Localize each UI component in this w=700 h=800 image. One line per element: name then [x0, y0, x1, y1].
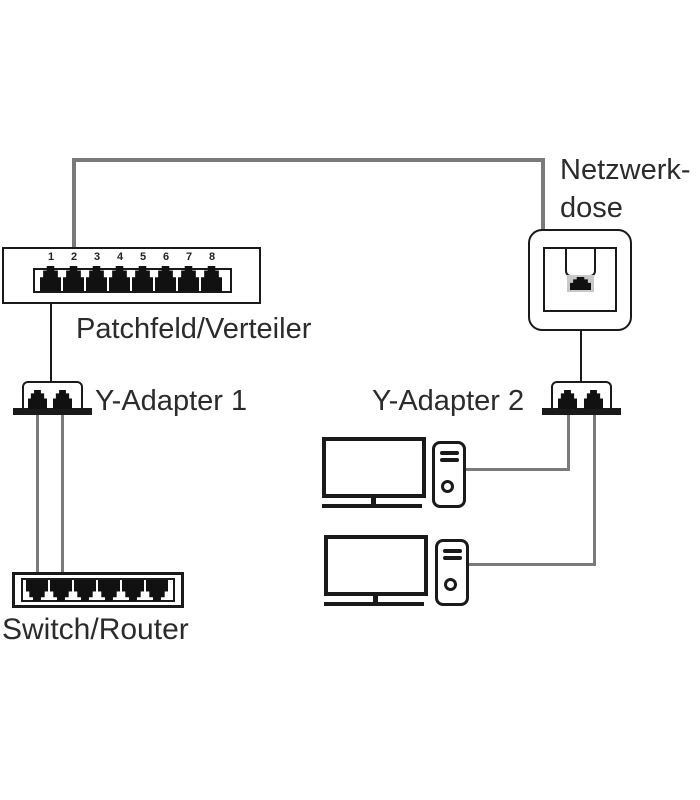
y-adapter-1-base [13, 408, 92, 415]
patch-port-number-5: 5 [139, 251, 147, 263]
rj45-port-icon [109, 266, 130, 291]
patch-port-number-1: 1 [47, 251, 55, 263]
cable-yadapter2-port2-horizontal [469, 563, 596, 566]
patch-port-number-4: 4 [116, 251, 124, 263]
rj45-port-icon [584, 390, 603, 409]
wall-outlet-jack-housing [565, 247, 596, 277]
patch-panel-label: Patchfeld/Verteiler [76, 313, 312, 345]
rj45-port-icon [155, 266, 176, 291]
cable-patch-to-outlet-vertical-left [72, 158, 76, 247]
rj45-port-icon [201, 266, 222, 291]
rj45-port-icon [53, 390, 72, 409]
wall-outlet-rj45-jack-icon [570, 277, 591, 290]
cable-yadapter2-port1-horizontal [466, 468, 570, 471]
patch-port-number-2: 2 [70, 251, 78, 263]
pc-1-monitor-base [322, 504, 422, 508]
patch-port-number-6: 6 [162, 251, 170, 263]
rj45-port-icon [63, 266, 84, 291]
cable-yadapter2-port1-vertical [567, 412, 570, 471]
wall-outlet-label-line1: Netzwerk- [560, 154, 691, 186]
cable-patch-to-outlet-vertical-right [541, 158, 545, 230]
pc-2-monitor-base [324, 602, 424, 606]
pc-1-tower-vent-bar [440, 458, 459, 462]
rj45-port-icon [146, 580, 168, 601]
rj45-port-icon [50, 580, 72, 601]
rj45-port-icon [28, 390, 47, 409]
rj45-port-icon [178, 266, 199, 291]
patch-port-number-3: 3 [93, 251, 101, 263]
rj45-port-icon [558, 390, 577, 409]
y-adapter-1-label: Y-Adapter 1 [95, 385, 248, 417]
rj45-port-icon [132, 266, 153, 291]
cable-outlet-to-yadapter2 [580, 291, 582, 382]
cable-yadapter1-port2-to-switch [61, 412, 64, 588]
pc-1-tower-vent-bar [440, 451, 459, 455]
switch-label: Switch/Router [2, 613, 189, 646]
cable-patch-to-outlet-horizontal [72, 158, 545, 162]
patch-port-number-8: 8 [208, 251, 216, 263]
cable-patchport1-to-yadapter1 [50, 288, 52, 382]
pc-2-tower-vent-bar [443, 549, 462, 553]
cable-yadapter1-port1-to-switch [36, 412, 39, 588]
pc-2-tower-vent-bar [443, 556, 462, 560]
rj45-port-icon [86, 266, 107, 291]
y-adapter-2-base [542, 408, 621, 415]
rj45-port-icon [40, 266, 61, 291]
pc-2-power-button-icon [444, 578, 457, 591]
rj45-port-icon [26, 580, 48, 601]
rj45-port-icon [98, 580, 120, 601]
cable-yadapter2-port2-vertical [593, 412, 596, 566]
rj45-port-icon [122, 580, 144, 601]
pc-1-monitor [322, 437, 426, 498]
pc-2-monitor [324, 535, 428, 596]
rj45-port-icon [74, 580, 96, 601]
y-adapter-2-label: Y-Adapter 2 [372, 385, 525, 417]
pc-2-monitor-stem [373, 596, 378, 602]
pc-1-monitor-stem [371, 498, 376, 504]
wall-outlet-label-line2: dose [560, 192, 623, 224]
pc-1-power-button-icon [441, 480, 454, 493]
patch-port-number-7: 7 [185, 251, 193, 263]
